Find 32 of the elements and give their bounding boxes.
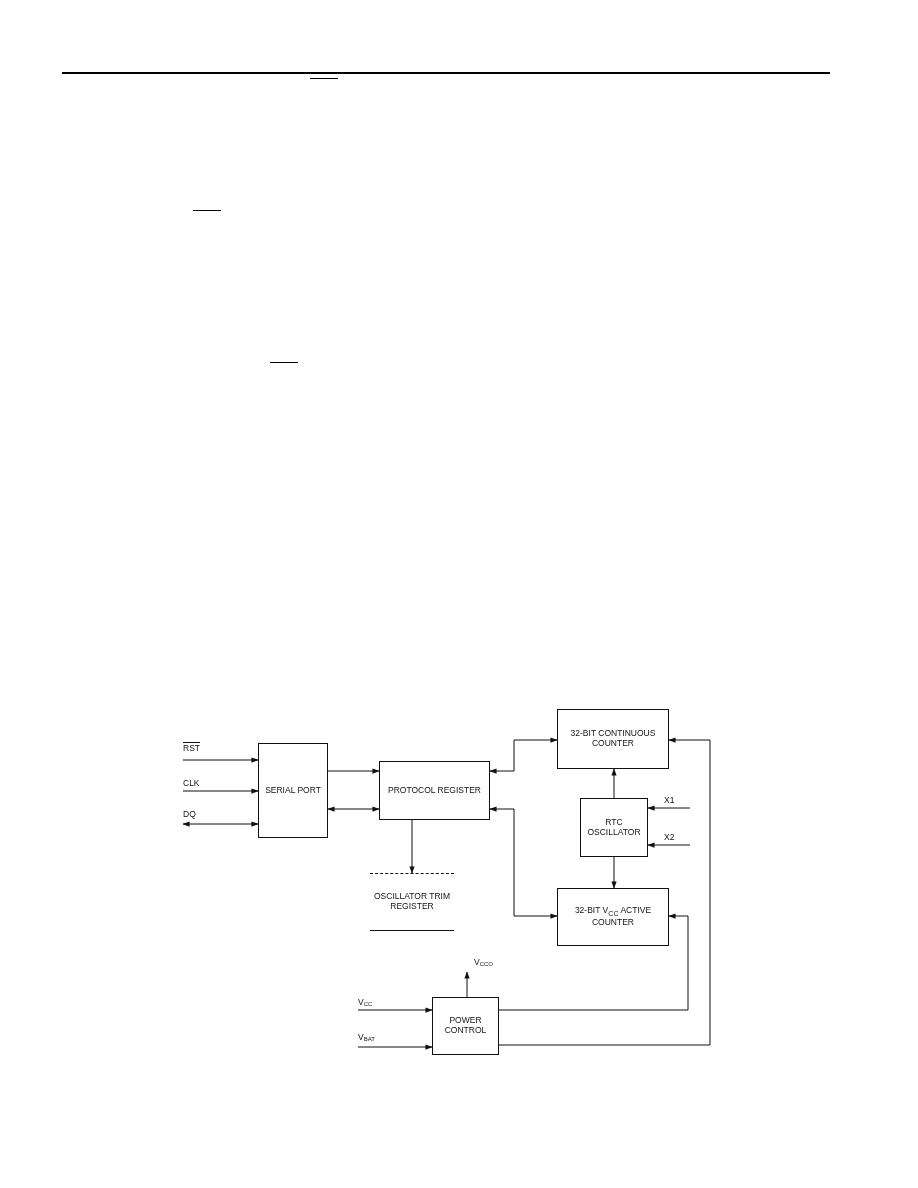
signal-label: X1 bbox=[662, 796, 690, 808]
block-box: OSCILLATOR TRIM REGISTER bbox=[370, 873, 454, 931]
block-box: POWER CONTROL bbox=[432, 997, 499, 1055]
connector-arrow bbox=[489, 806, 558, 919]
connector-arrow bbox=[327, 768, 380, 774]
block-box: RTC OSCILLATOR bbox=[580, 798, 648, 857]
signal-label: V$_{CC}$ bbox=[358, 998, 398, 1010]
signal-label: X2 bbox=[662, 833, 690, 845]
connector-arrow bbox=[182, 788, 259, 794]
connector-arrow bbox=[611, 768, 617, 799]
block-box: PROTOCOL REGISTER bbox=[379, 761, 490, 820]
signal-label: RST bbox=[183, 744, 213, 760]
signal-label: V$_{CCO}$ bbox=[462, 958, 504, 972]
connector-arrow bbox=[498, 913, 689, 1011]
connector-arrow bbox=[498, 737, 711, 1046]
connector-arrow bbox=[327, 806, 380, 812]
connector-arrow bbox=[357, 1007, 433, 1013]
connector-arrow bbox=[357, 1044, 433, 1050]
block-box: SERIAL PORT bbox=[258, 743, 328, 838]
connector-arrow bbox=[182, 757, 259, 763]
connector-arrow bbox=[489, 737, 558, 774]
block-box: 32-BIT V$_{CC}$ ACTIVE COUNTER bbox=[557, 888, 669, 946]
connector-arrow bbox=[182, 821, 259, 827]
connector-arrow bbox=[409, 819, 415, 874]
signal-label: CLK bbox=[183, 779, 213, 791]
connector-arrow bbox=[464, 971, 470, 998]
block-box: 32-BIT CONTINUOUS COUNTER bbox=[557, 709, 669, 769]
signal-label: V$_{BAT}$ bbox=[358, 1033, 398, 1047]
signal-label: DQ bbox=[183, 810, 213, 824]
connector-arrow bbox=[611, 856, 617, 889]
connector-arrow bbox=[647, 842, 691, 848]
connector-arrow bbox=[647, 805, 691, 811]
